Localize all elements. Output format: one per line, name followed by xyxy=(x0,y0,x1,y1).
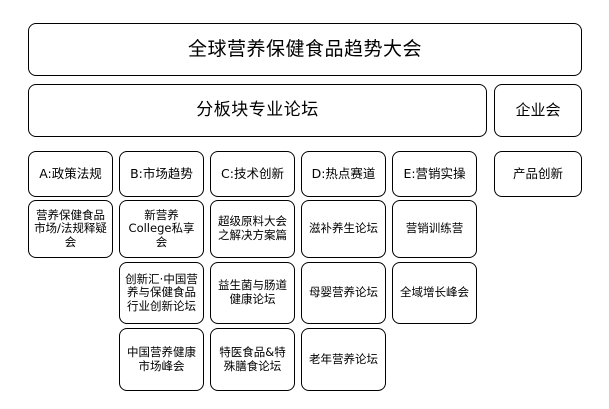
column-header-e: E:营销实操 xyxy=(392,151,477,197)
forum-item-label: 全域增长峰会 xyxy=(400,285,469,300)
forum-item: 新营养College私享会 xyxy=(119,200,204,258)
forum-item: 营养保健食品市场/法规释疑会 xyxy=(28,200,113,258)
forum-item: 超级原料大会之解决方案篇 xyxy=(210,200,295,258)
forum-item: 特医食品&特殊膳食论坛 xyxy=(210,328,295,391)
forum-item-label: 超级原料大会之解决方案篇 xyxy=(218,214,287,242)
forum-item: 中国营养健康市场峰会 xyxy=(119,328,204,391)
forum-item-label: 营销训练营 xyxy=(405,221,464,236)
forum-item: 母婴营养论坛 xyxy=(301,262,386,324)
forum-item-label: 特医食品&特殊膳食论坛 xyxy=(219,344,286,373)
column-header-d: D:热点赛道 xyxy=(301,151,386,197)
forum-item: 营销训练营 xyxy=(392,200,477,258)
conference-title-label: 全球营养保健食品趋势大会 xyxy=(187,38,422,61)
forum-item: 益生菌与肠道健康论坛 xyxy=(210,262,295,324)
column-header-c-label: C:技术创新 xyxy=(221,165,284,181)
forum-item-label: 创新汇·中国营养与保健食品行业创新论坛 xyxy=(125,271,198,313)
forum-item: 创新汇·中国营养与保健食品行业创新论坛 xyxy=(119,262,204,324)
column-header-c: C:技术创新 xyxy=(210,151,295,197)
forum-item-label: 母婴营养论坛 xyxy=(309,285,378,300)
forum-item-label: 新营养College私享会 xyxy=(128,207,195,249)
column-header-product-innovation: 产品创新 xyxy=(494,151,582,197)
column-header-product-innovation-label: 产品创新 xyxy=(512,165,563,181)
column-header-d-label: D:热点赛道 xyxy=(311,165,376,181)
forum-item-label: 营养保健食品市场/法规释疑会 xyxy=(34,207,107,249)
column-header-b: B:市场趋势 xyxy=(119,151,204,197)
column-header-b-label: B:市场趋势 xyxy=(130,165,193,181)
column-header-a: A:政策法规 xyxy=(28,151,113,197)
forum-item-label: 老年营养论坛 xyxy=(309,351,378,366)
forum-section-box: 分板块专业论坛 xyxy=(28,84,487,137)
forum-item: 老年营养论坛 xyxy=(301,328,386,391)
column-header-e-label: E:营销实操 xyxy=(403,165,466,181)
enterprise-session-label: 企业会 xyxy=(515,100,561,119)
forum-item-label: 滋补养生论坛 xyxy=(309,221,378,236)
forum-section-label: 分板块专业论坛 xyxy=(196,100,319,121)
forum-item: 全域增长峰会 xyxy=(392,262,477,324)
forum-item: 滋补养生论坛 xyxy=(301,200,386,258)
forum-item-label: 益生菌与肠道健康论坛 xyxy=(218,278,287,306)
enterprise-session-box: 企业会 xyxy=(494,84,582,137)
column-header-a-label: A:政策法规 xyxy=(39,165,102,181)
conference-title-box: 全球营养保健食品趋势大会 xyxy=(28,23,582,76)
forum-item-label: 中国营养健康市场峰会 xyxy=(127,344,196,373)
